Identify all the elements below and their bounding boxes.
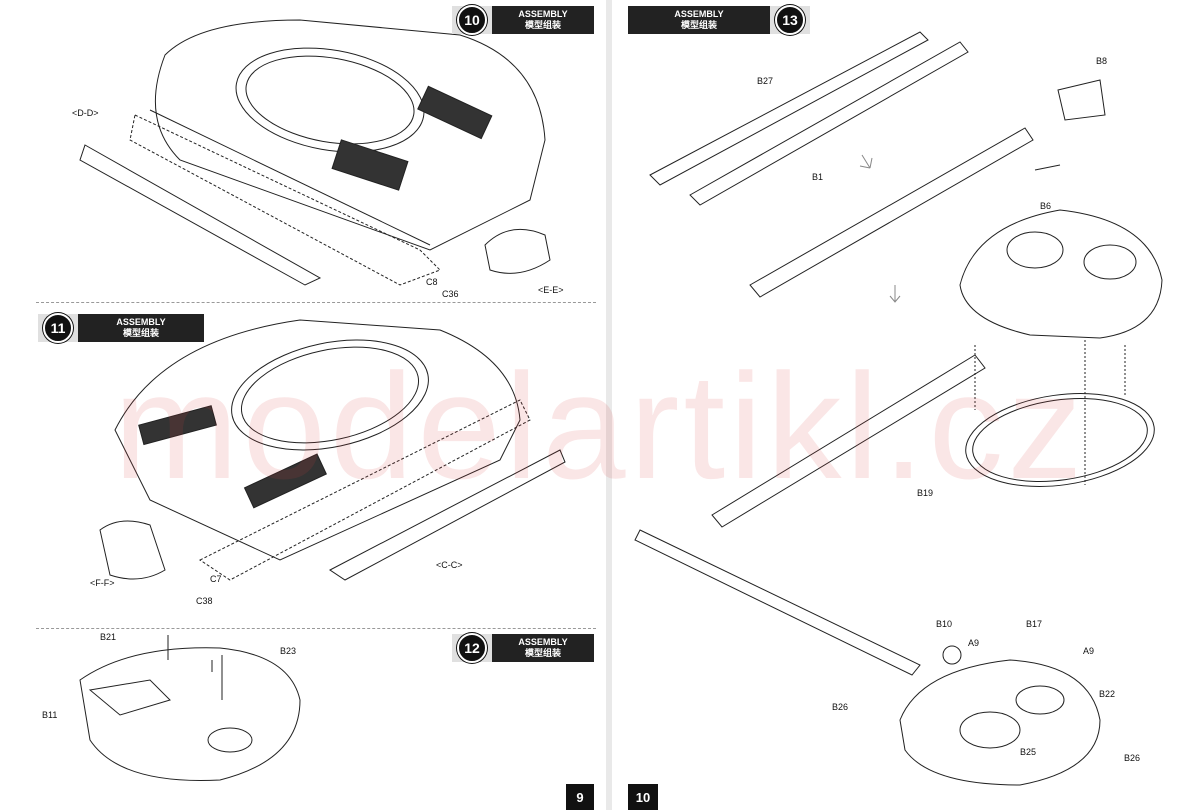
part-label-f-f: <F-F>	[90, 578, 115, 588]
part-label-b6: B6	[1040, 201, 1052, 211]
step13-banner: ASSEMBLY 模型组装 13	[628, 5, 810, 35]
step13-barrels-drawing	[634, 31, 1106, 676]
right-page	[612, 0, 1200, 810]
part-label-a9-left: A9	[968, 638, 980, 648]
part-label-a9-right: A9	[1083, 646, 1095, 656]
page-gutter	[606, 0, 612, 810]
step10-title: ASSEMBLY	[518, 9, 568, 19]
part-label-b26-right: B26	[1124, 753, 1141, 763]
part-label-c7: C7	[210, 574, 222, 584]
step10-banner: 10 ASSEMBLY 模型组装	[452, 5, 594, 35]
step12-title: ASSEMBLY	[518, 637, 568, 647]
step11-hull-drawing	[99, 319, 566, 581]
step13-title: ASSEMBLY	[674, 9, 724, 19]
section-divider-1	[36, 302, 596, 303]
step13-number: 13	[775, 5, 805, 35]
part-label-c36: C36	[442, 289, 459, 299]
step10-number-box: 10	[452, 5, 492, 35]
part-label-b21: B21	[100, 632, 117, 642]
step13-number-box: 13	[770, 5, 810, 35]
step13-label: ASSEMBLY 模型组装	[628, 6, 770, 34]
part-label-b25: B25	[1020, 747, 1037, 757]
part-label-d-d: <D-D>	[72, 108, 99, 118]
step11-banner: 11 ASSEMBLY 模型组装	[38, 313, 204, 343]
step11-number: 11	[43, 313, 73, 343]
part-label-b1: B1	[812, 172, 824, 182]
part-label-b27: B27	[757, 76, 774, 86]
part-label-b23: B23	[280, 646, 297, 656]
part-label-b19: B19	[917, 488, 934, 498]
step11-title: ASSEMBLY	[116, 317, 166, 327]
step10-number: 10	[457, 5, 487, 35]
part-label-c-c: <C-C>	[436, 560, 463, 570]
part-label-c8: C8	[426, 277, 438, 287]
step12-subtitle: 模型组装	[524, 648, 561, 658]
left-page	[0, 0, 606, 810]
part-label-b26-left: B26	[832, 702, 849, 712]
step11-label: ASSEMBLY 模型组装	[78, 314, 204, 342]
part-label-e-e: <E-E>	[538, 285, 564, 295]
page-number-left: 9	[566, 784, 594, 810]
step11-subtitle: 模型组装	[122, 328, 159, 338]
section-divider-2	[36, 628, 596, 629]
step12-turret-bottom-drawing	[79, 635, 301, 781]
step13-subtitle: 模型组装	[680, 20, 717, 30]
step10-subtitle: 模型组装	[524, 20, 561, 30]
part-label-b8: B8	[1096, 56, 1108, 66]
step12-number-box: 12	[452, 633, 492, 663]
part-label-c38: C38	[196, 596, 213, 606]
step13-turret-top-drawing	[899, 209, 1163, 786]
part-label-b22: B22	[1099, 689, 1116, 699]
step10-hull-drawing	[79, 19, 551, 286]
step10-label: ASSEMBLY 模型组装	[492, 6, 594, 34]
step12-banner: 12 ASSEMBLY 模型组装	[452, 633, 594, 663]
part-label-b17: B17	[1026, 619, 1043, 629]
step12-number: 12	[457, 633, 487, 663]
page-number-right: 10	[628, 784, 658, 810]
step11-number-box: 11	[38, 313, 78, 343]
direction-arrows	[859, 154, 901, 303]
part-label-b11: B11	[42, 710, 58, 720]
part-label-b10: B10	[936, 619, 953, 629]
step12-label: ASSEMBLY 模型组装	[492, 634, 594, 662]
